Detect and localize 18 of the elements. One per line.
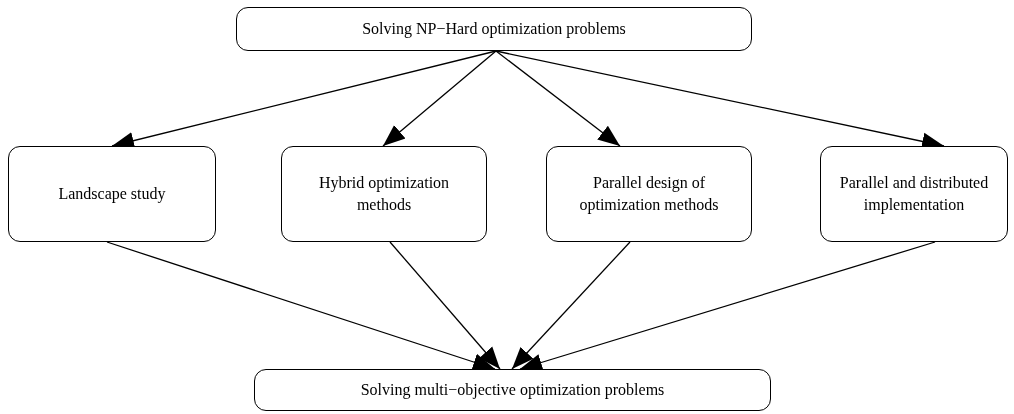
box-label: Landscape study	[58, 184, 166, 205]
box-label: Solving multi−objective optimization problems	[360, 380, 665, 401]
arrow	[106, 241, 496, 371]
arrow	[382, 50, 497, 147]
process-box	[820, 146, 1008, 242]
arrow	[495, 50, 621, 147]
box-label: Parallel and distributed implementation	[838, 173, 990, 216]
process-box	[281, 146, 487, 242]
arrow	[519, 241, 936, 371]
process-box	[546, 146, 752, 242]
arrow	[511, 241, 631, 370]
box-label: Hybrid optimization methods	[317, 173, 451, 215]
process-box	[254, 369, 771, 411]
process-box	[236, 7, 752, 51]
box-label: Solving NP−Hard optimization problems	[362, 19, 626, 40]
process-box	[8, 146, 216, 242]
box-label: Parallel design of optimization methods	[578, 173, 720, 216]
arrow	[389, 241, 501, 370]
